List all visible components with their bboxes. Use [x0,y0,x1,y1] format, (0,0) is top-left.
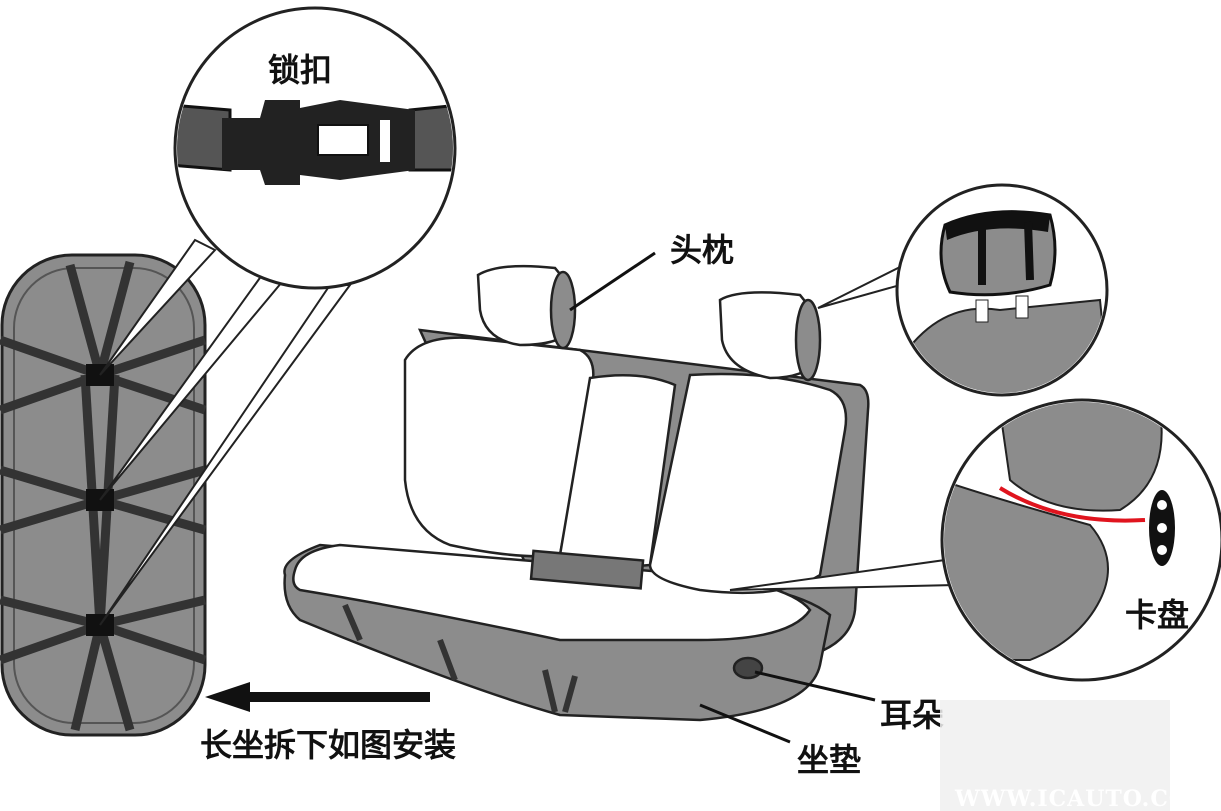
leader-lines [569,251,876,744]
label-ear: 耳朵 [880,696,945,734]
watermark-blur [940,700,1170,811]
label-clip: 卡盘 [1125,596,1190,634]
left-arrow-icon [205,682,430,712]
label-instruction: 长坐拆下如图安装 [200,726,457,764]
label-headrest: 头枕 [670,231,735,269]
rear-bench-seat [283,264,870,722]
label-buckle: 锁扣 [268,51,333,89]
watermark-text: WWW.ICAUTO.COM [955,786,1215,811]
buckle-callout-pointers [99,238,352,626]
label-cushion: 坐垫 [797,741,862,779]
clip-detail-circle [729,398,1221,682]
buckle-detail-circle [173,6,457,290]
headrest-detail-circle [817,183,1109,397]
